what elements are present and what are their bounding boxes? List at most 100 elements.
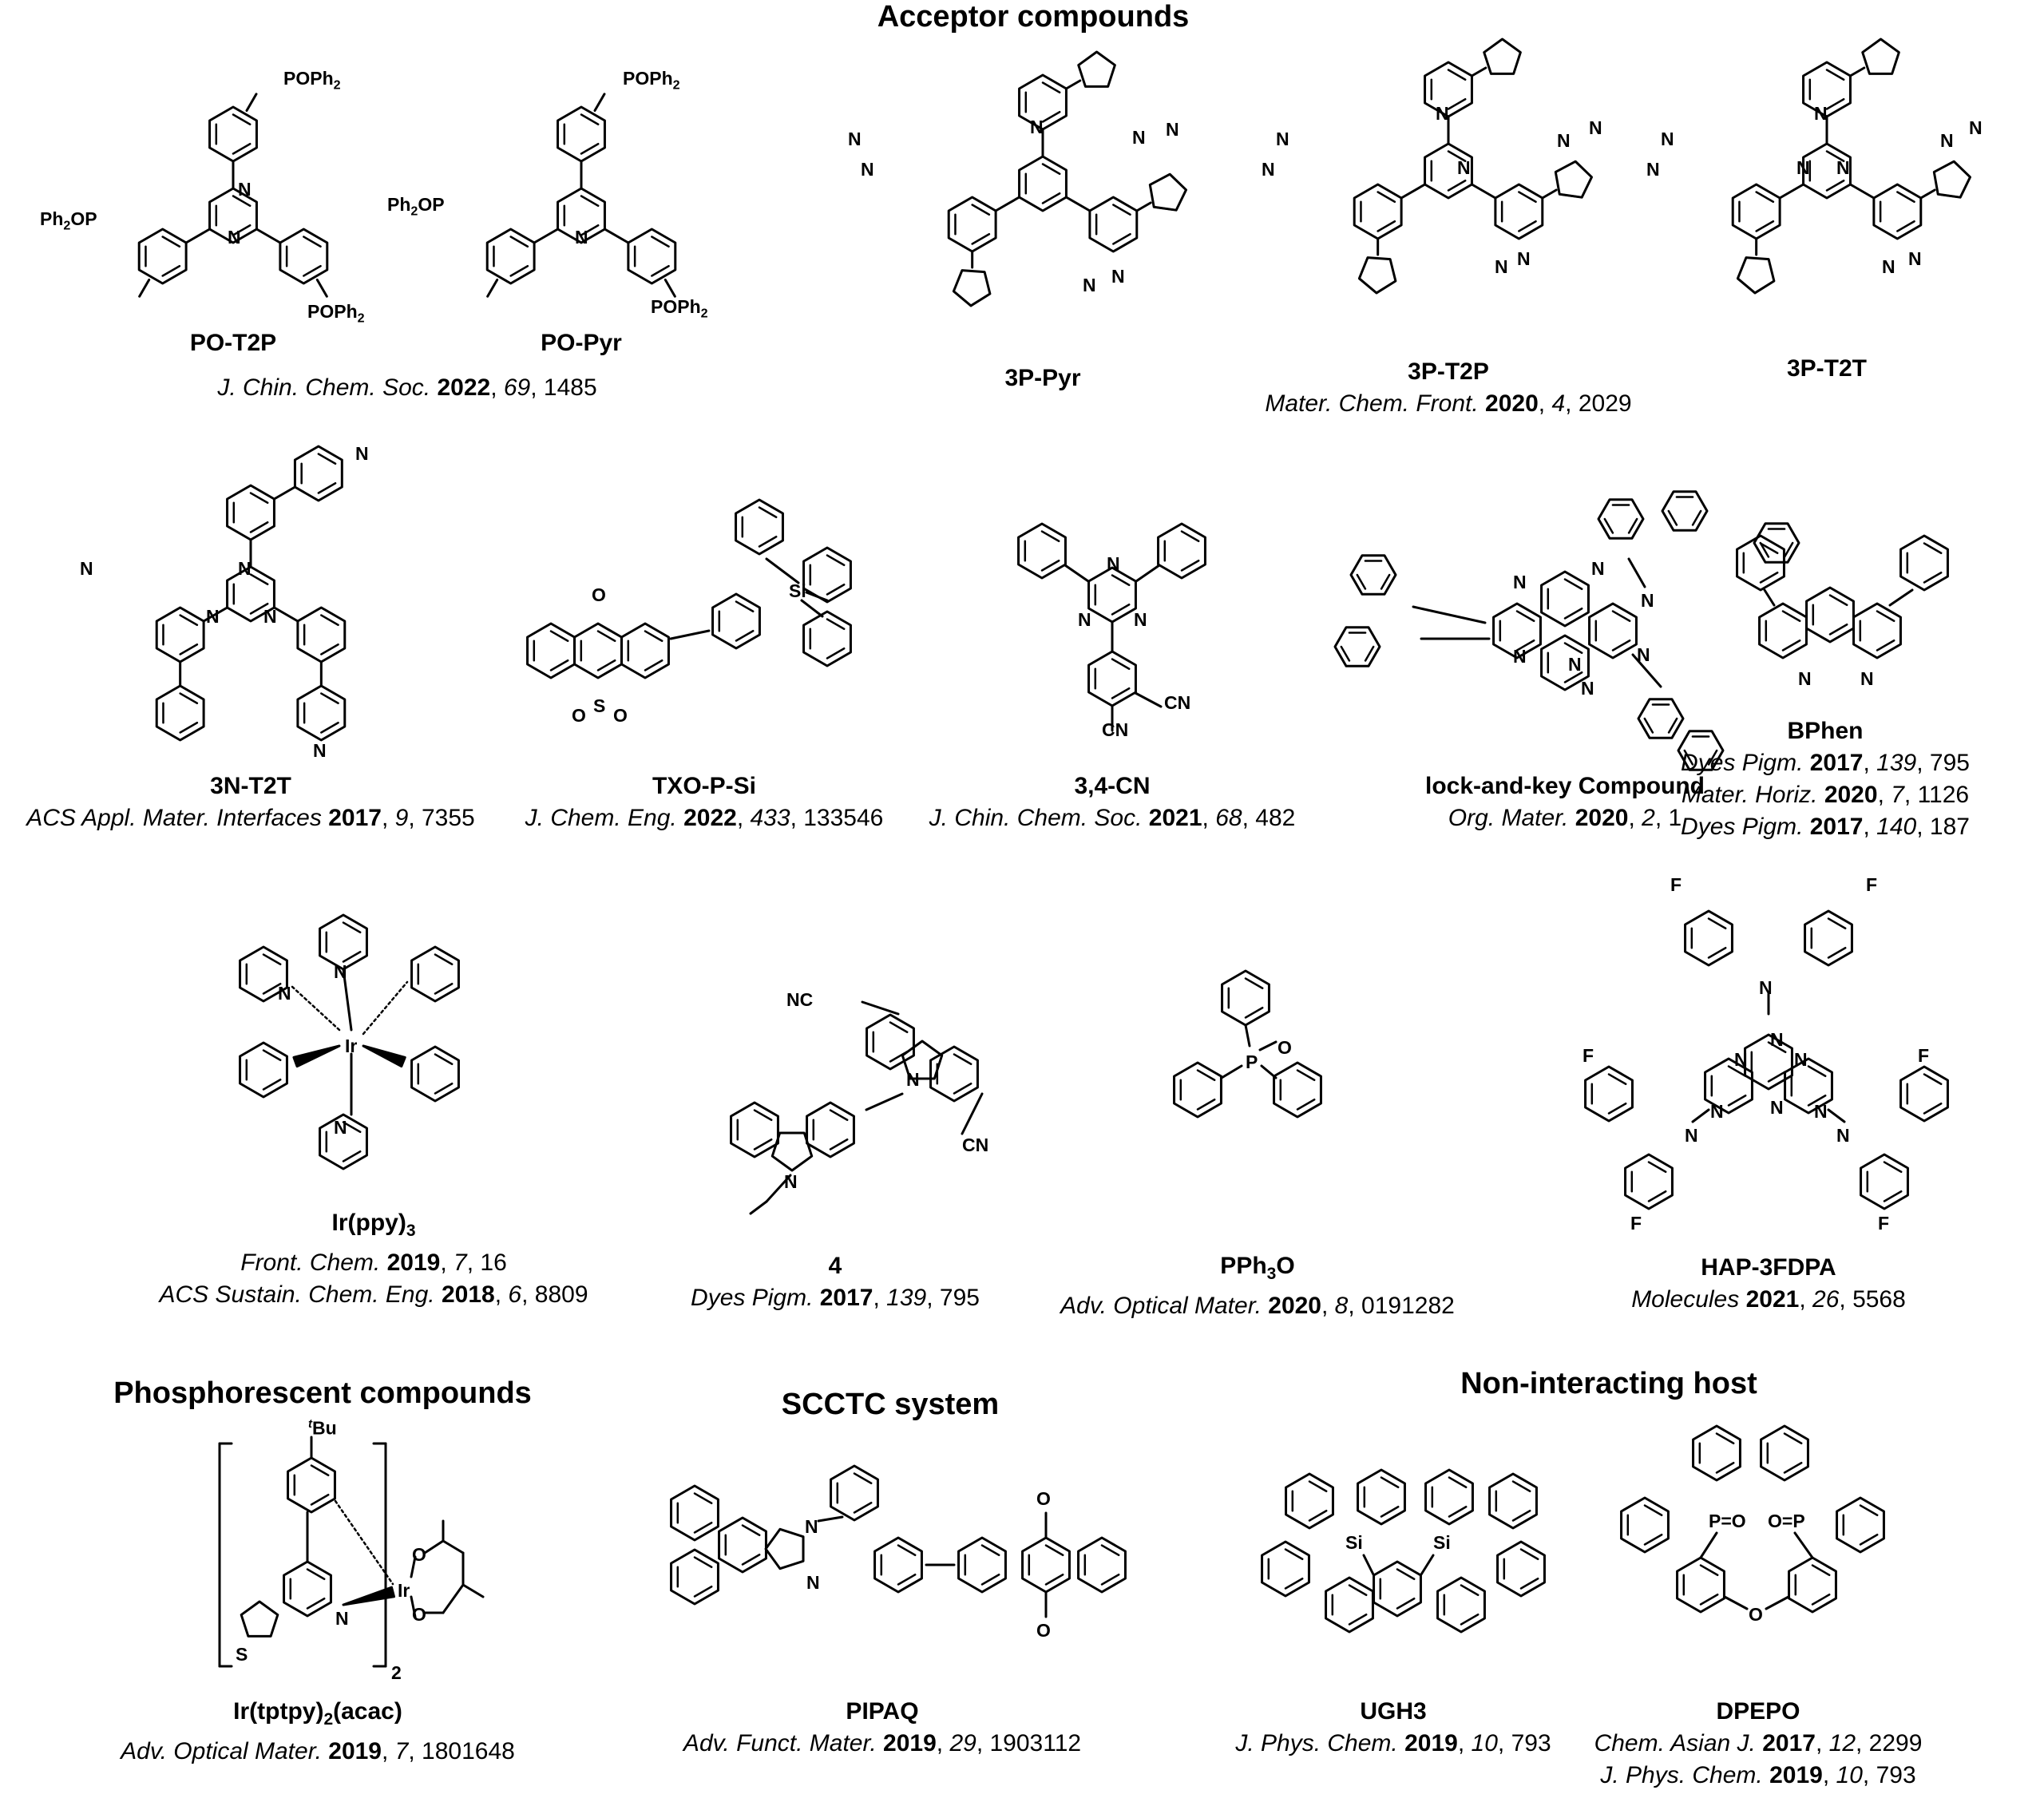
bond <box>1044 1544 1064 1557</box>
bond <box>1643 717 1654 734</box>
bond <box>1377 220 1396 232</box>
reference-year: 2017 <box>819 1285 873 1311</box>
bond <box>1828 594 1848 607</box>
label-part: 2 <box>391 1662 402 1683</box>
bond <box>1064 79 1082 90</box>
label-part: F <box>1630 1213 1642 1234</box>
atom-label: N <box>1132 128 1146 147</box>
label-part: Ir <box>398 1580 410 1601</box>
bond <box>334 1499 394 1586</box>
label-part: POPh <box>623 68 673 89</box>
bond <box>1848 66 1866 77</box>
bond <box>310 1493 330 1506</box>
reference-journal: Dyes Pigm. <box>1681 814 1804 840</box>
bond <box>1356 573 1367 590</box>
bond <box>1400 183 1427 200</box>
bond <box>817 1515 844 1523</box>
label-part: Si <box>1433 1532 1451 1553</box>
bond <box>255 228 282 244</box>
reference-journal: Adv. Funct. Mater. <box>683 1730 877 1756</box>
bond <box>410 1555 417 1578</box>
label-part: F <box>1866 874 1878 895</box>
reference-page: 2299 <box>1868 1730 1923 1756</box>
label-part: N <box>228 227 241 248</box>
bond <box>509 264 529 277</box>
atom-label: N <box>1083 275 1096 295</box>
bond <box>1044 1573 1064 1586</box>
bond <box>1919 188 1936 200</box>
ring <box>1661 490 1709 532</box>
label-part: N <box>1262 159 1275 180</box>
atom-label: N <box>1134 610 1147 629</box>
label-part: N <box>1457 157 1471 178</box>
bond <box>1340 645 1351 662</box>
compound-name-subscript: 3 <box>1266 1265 1277 1283</box>
bond <box>1364 645 1375 662</box>
ring <box>1736 534 1785 592</box>
bond <box>1755 191 1775 204</box>
bond <box>693 1556 713 1569</box>
atom-label: O <box>1749 1605 1763 1624</box>
bond <box>1896 191 1915 204</box>
bond <box>138 278 151 298</box>
reference-page: 5568 <box>1852 1286 1906 1313</box>
atom-label: N <box>1794 1050 1808 1069</box>
bond <box>1811 1593 1831 1606</box>
bond <box>262 1049 282 1062</box>
atom-label: NC <box>786 990 813 1009</box>
bond <box>1647 1161 1667 1174</box>
bond <box>1859 1504 1879 1517</box>
bond <box>1378 281 1394 292</box>
reference-journal: Adv. Optical Mater. <box>121 1738 322 1764</box>
compound-name: Ir(ppy)3 <box>159 1207 588 1247</box>
atom-label: N <box>1517 249 1531 268</box>
label-part: N <box>1589 117 1602 138</box>
ring <box>1637 698 1685 739</box>
bond <box>1308 1480 1328 1493</box>
label-part: O <box>412 1604 426 1625</box>
bond <box>232 113 252 126</box>
bond <box>410 1595 417 1618</box>
atom-label: N <box>906 1070 920 1089</box>
bond <box>249 602 269 615</box>
reference-vol: 140 <box>1876 814 1917 840</box>
reference-year: 2018 <box>441 1281 495 1308</box>
label-part: N <box>206 606 220 627</box>
bond <box>1848 183 1876 200</box>
bond <box>202 606 229 623</box>
bond <box>1727 1094 1747 1107</box>
atom-label: POPh2 <box>623 69 680 95</box>
bond <box>765 1174 792 1203</box>
bond <box>1111 687 1131 699</box>
bond <box>1064 196 1091 212</box>
atom-label: N <box>1513 647 1527 666</box>
ring <box>1588 602 1638 659</box>
section-title-acceptor: Acceptor compounds <box>877 0 1190 34</box>
bond <box>1541 188 1558 200</box>
ring <box>1488 1472 1538 1530</box>
reference: Chem. Asian J. 2017, 12, 2299 <box>1594 1730 1923 1756</box>
bond <box>1723 1595 1749 1610</box>
label-part: N <box>1836 1125 1850 1146</box>
label-part: O <box>1749 1604 1763 1625</box>
atom-label: N <box>861 160 874 179</box>
bond <box>1041 163 1061 176</box>
bond <box>1244 977 1264 990</box>
bond <box>826 618 846 631</box>
atom-label: N <box>1836 1126 1850 1145</box>
reference-page: 793 <box>1511 1730 1551 1756</box>
label-part: Si <box>789 580 806 601</box>
bond <box>1380 573 1391 590</box>
bond <box>1196 1069 1216 1082</box>
label-part: CN <box>1102 719 1129 740</box>
label-part: N <box>334 961 347 982</box>
ring <box>1805 586 1855 644</box>
ring <box>1333 626 1381 667</box>
ring <box>1620 1496 1670 1554</box>
bond <box>1603 517 1614 534</box>
atom-label: N <box>575 228 588 247</box>
label-part: POPh <box>307 301 358 322</box>
